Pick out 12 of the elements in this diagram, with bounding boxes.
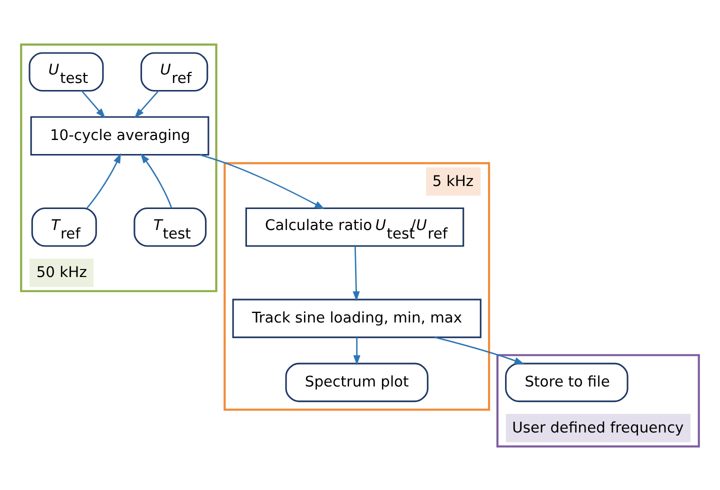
arrow: [353, 336, 360, 365]
node-box: Spectrum plot: [285, 362, 428, 402]
node-box: Track sine loading, min, max: [232, 298, 482, 338]
arrow: [86, 152, 121, 208]
arrow: [81, 90, 106, 118]
node-box: Store to file: [505, 362, 628, 402]
arrow: [434, 336, 524, 364]
arrow: [134, 90, 160, 118]
arrow: [140, 152, 172, 208]
arrow: [200, 154, 325, 209]
node-box: 10-cycle averaging: [30, 116, 210, 156]
arrow: [352, 246, 360, 301]
